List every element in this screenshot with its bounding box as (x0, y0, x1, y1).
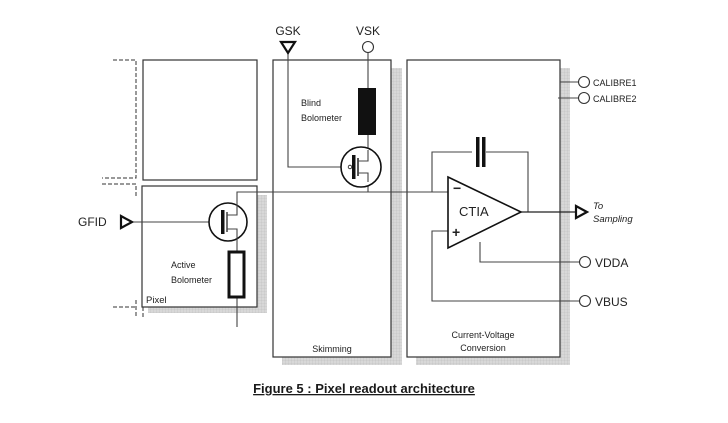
skimming-block-label: Skimming (312, 344, 352, 354)
blind-bolometer-icon (358, 88, 376, 135)
amp-label: CTIA (459, 204, 489, 219)
calibre1-label: CALIBRE1 (593, 78, 637, 88)
active-bolometer-label-1: Active (171, 260, 196, 270)
to-sampling-label-2: Sampling (593, 214, 633, 225)
blind-transistor-icon (340, 146, 382, 188)
pixel-block-label: Pixel (146, 295, 167, 306)
blind-bolometer-label-1: Blind (301, 98, 321, 108)
active-bolometer-icon (227, 250, 246, 299)
vsk-terminal-icon (361, 40, 375, 54)
gfid-terminal-icon (119, 214, 135, 230)
calibre1-terminal-icon (577, 75, 591, 89)
vdda-label: VDDA (595, 256, 628, 270)
figure-caption: Figure 5 : Pixel readout architecture (253, 381, 475, 396)
to-sampling-label-1: To (593, 201, 603, 212)
feedback-capacitor-icon (472, 137, 486, 167)
gfid-label: GFID (78, 215, 107, 229)
amp-minus-sign: − (453, 180, 461, 196)
vbus-terminal-icon (578, 294, 592, 308)
vsk-label: VSK (356, 24, 380, 38)
active-transistor-icon (208, 202, 248, 242)
blind-bolometer-label-2: Bolometer (301, 113, 342, 123)
active-bolometer-label-2: Bolometer (171, 275, 212, 285)
calibre2-terminal-icon (577, 91, 591, 105)
amp-plus-sign: + (452, 224, 460, 240)
to-sampling-terminal-icon (574, 204, 590, 220)
vdda-terminal-icon (578, 255, 592, 269)
calibre2-label: CALIBRE2 (593, 94, 637, 104)
ctia-amplifier: − CTIA + (447, 175, 523, 250)
gsk-label: GSK (275, 24, 300, 38)
conversion-block-label-1: Current-Voltage (451, 330, 514, 340)
gsk-terminal-icon (278, 40, 298, 56)
conversion-block-label-2: Conversion (460, 343, 506, 353)
neighbor-pixel-box (142, 59, 258, 181)
vbus-label: VBUS (595, 295, 628, 309)
